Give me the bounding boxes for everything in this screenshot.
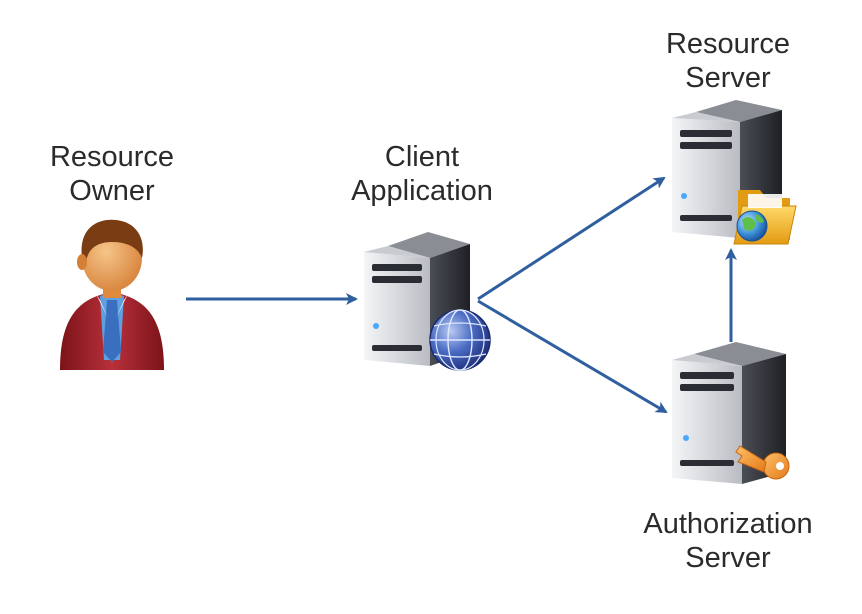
- authorization-server-icon: [672, 342, 786, 484]
- client-application-label-line2: Application: [351, 175, 493, 207]
- client-application-label-line1: Client: [384, 141, 460, 173]
- earth-icon: [736, 210, 768, 242]
- resource-owner-label-line1: Resource: [49, 141, 175, 173]
- arrow-client-to-authorization-server: [477, 299, 668, 414]
- client-server-icon: [364, 232, 470, 366]
- key-icon: [735, 445, 790, 480]
- authorization-server-label-line2: Server: [685, 542, 771, 574]
- resource-owner-label: Resource Owner: [22, 140, 202, 208]
- client-application-label: Client Application: [322, 140, 522, 208]
- authorization-server-label: Authorization Server: [618, 507, 838, 575]
- globe-icon: [429, 309, 491, 371]
- authorization-server-label-line1: Authorization: [643, 508, 813, 540]
- resource-server-label: Resource Server: [628, 27, 828, 95]
- resource-server-label-line2: Server: [685, 62, 771, 94]
- arrow-client-to-resource-server: [477, 176, 666, 301]
- resource-owner-label-line2: Owner: [69, 175, 155, 207]
- resource-server-label-line1: Resource: [665, 28, 791, 60]
- person-icon: [60, 219, 164, 370]
